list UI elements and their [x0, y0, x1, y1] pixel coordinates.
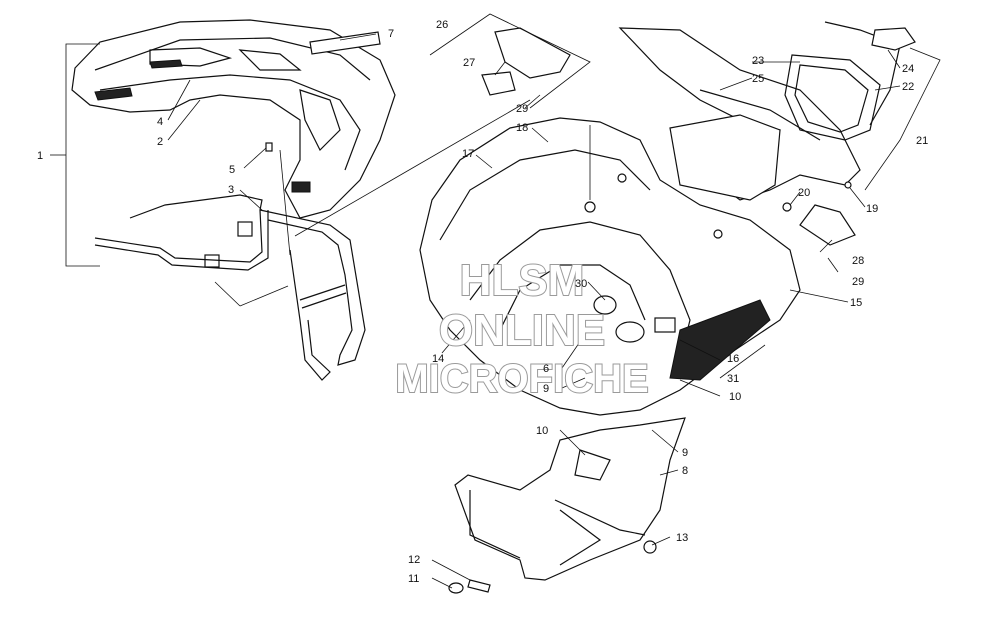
callout-22: 22: [902, 81, 914, 93]
bracket: [871, 27, 916, 51]
callout-29a: 29: [516, 103, 528, 115]
side-cover: [799, 204, 856, 246]
screw-20: [782, 202, 792, 212]
callout-26: 26: [436, 19, 448, 31]
rack-bar: [94, 194, 366, 381]
callout-29b: 29: [852, 276, 864, 288]
callout-10b: 10: [536, 425, 548, 437]
callouts: 1 2 3 4 5 6 7 8 9 9 10 10 11 12 13 14 15…: [37, 19, 928, 585]
leader-lines: [167, 33, 901, 589]
callout-18: 18: [516, 122, 528, 134]
rivet: [265, 142, 273, 152]
callout-1: 1: [37, 150, 43, 162]
watermark-line-3: MICROFICHE: [395, 357, 648, 401]
callout-30: 30: [575, 278, 587, 290]
washer: [448, 582, 464, 594]
footwell-panel: [454, 417, 686, 581]
callout-9b: 9: [682, 447, 688, 459]
callout-3: 3: [228, 184, 234, 196]
callout-14: 14: [432, 353, 444, 365]
callout-9a: 9: [543, 383, 549, 395]
callout-7: 7: [388, 28, 394, 40]
callout-31: 31: [727, 373, 739, 385]
watermark-line-2: ONLINE: [439, 306, 605, 355]
callout-27: 27: [463, 57, 475, 69]
clip: [467, 579, 491, 593]
callout-19: 19: [866, 203, 878, 215]
callout-11: 11: [408, 573, 419, 585]
storage-cover: [481, 27, 571, 96]
storage-panel: [618, 27, 861, 201]
callout-8: 8: [682, 465, 688, 477]
callout-6: 6: [543, 363, 549, 375]
callout-5: 5: [229, 164, 235, 176]
plug: [643, 540, 657, 554]
callout-28: 28: [852, 255, 864, 267]
watermark: HLSM ONLINE MICROFICHE: [394, 255, 649, 402]
rear-rack: [71, 19, 396, 219]
callout-15: 15: [850, 297, 862, 309]
callout-17: 17: [462, 148, 474, 160]
callout-10a: 10: [729, 391, 741, 403]
callout-13: 13: [676, 532, 688, 544]
callout-20: 20: [798, 187, 810, 199]
callout-4: 4: [157, 116, 163, 128]
callout-25: 25: [752, 73, 764, 85]
screw-19: [844, 181, 852, 189]
callout-12: 12: [408, 554, 420, 566]
watermark-line-1: HLSM: [460, 256, 585, 305]
callout-24: 24: [902, 63, 914, 75]
callout-21: 21: [916, 135, 928, 147]
rear-fender: [419, 117, 801, 416]
callout-2: 2: [157, 136, 163, 148]
callout-23: 23: [752, 55, 764, 67]
callout-16: 16: [727, 353, 739, 365]
decal-strip: [309, 31, 381, 55]
